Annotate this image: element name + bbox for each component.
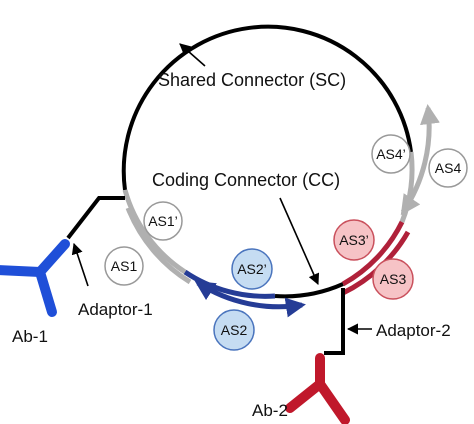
shared-connector-arc	[121, 24, 413, 191]
as1-prime-segment	[122, 189, 187, 275]
as2-prime-label: AS2’	[237, 261, 267, 277]
as4-prime-circle	[371, 134, 411, 174]
ab2-label: Ab-2	[252, 401, 288, 420]
cc-pointer-arrow	[279, 197, 320, 286]
adaptor1-label: Adaptor-1	[78, 300, 153, 319]
adaptor1-pointer-arrow	[71, 242, 89, 287]
adaptor1-linker	[66, 196, 125, 240]
antibody-1-icon	[0, 239, 70, 317]
as4-strand	[400, 104, 440, 216]
as1-strand	[125, 207, 192, 285]
as3-prime-label: AS3’	[339, 232, 369, 248]
adaptor2-label: Adaptor-2	[376, 321, 451, 340]
coding-connector-bottom	[274, 282, 344, 299]
as1-circle	[104, 246, 144, 286]
ab1-label: Ab-1	[12, 327, 48, 346]
as4-prime-label: AS4’	[376, 146, 406, 162]
as3-prime-segment	[341, 220, 405, 287]
as2-label: AS2	[221, 322, 248, 338]
as2-strand	[194, 280, 306, 318]
as3-label: AS3	[380, 271, 407, 287]
adaptor2-linker	[324, 288, 345, 355]
as3-prime-circle	[333, 219, 375, 261]
sc-pointer-arrow	[179, 43, 206, 67]
as1-prime-label: AS1’	[148, 213, 178, 229]
as4-label: AS4	[435, 160, 462, 176]
as1-prime-circle	[143, 201, 183, 241]
as3-circle	[372, 258, 414, 300]
antibody-2-icon	[285, 353, 350, 424]
shared-connector-label: Shared Connector (SC)	[158, 70, 346, 90]
as2-circle	[213, 309, 255, 351]
coding-connector-label: Coding Connector (CC)	[152, 170, 340, 190]
as4-circle	[428, 148, 468, 188]
as1-label: AS1	[111, 258, 138, 274]
as2-prime-circle	[231, 248, 273, 290]
